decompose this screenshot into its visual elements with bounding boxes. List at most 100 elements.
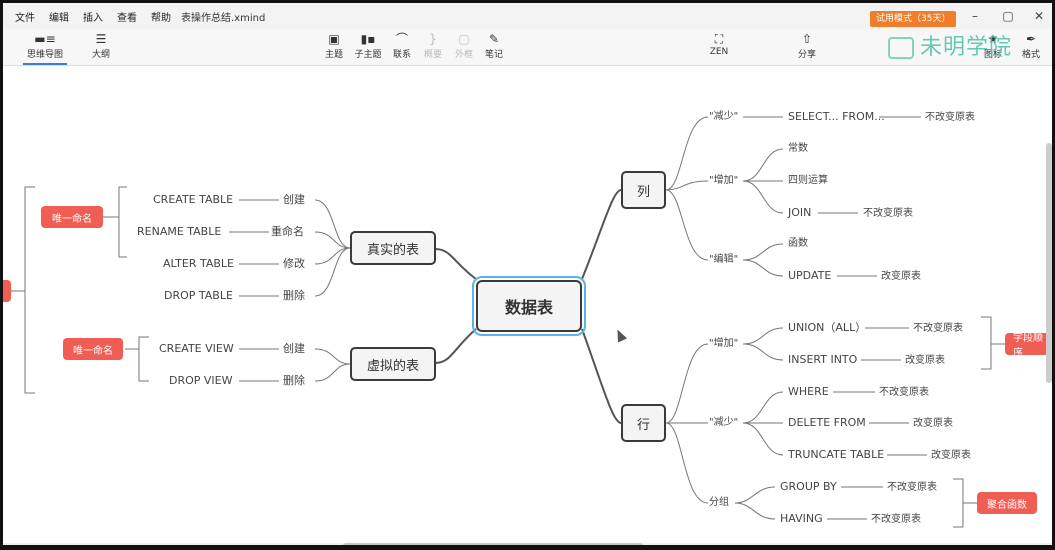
outline-icon: ☰ — [95, 32, 107, 46]
tag-unique-name-real[interactable]: 唯一命名 — [41, 206, 103, 228]
summary-icon: } — [429, 32, 437, 46]
trial-badge[interactable]: 试用模式（35天） — [870, 11, 957, 27]
note-union[interactable]: 不改变原表 — [913, 323, 963, 334]
cmd-delete-from[interactable]: DELETE FROM — [788, 416, 866, 429]
cmd-update[interactable]: UPDATE — [788, 269, 832, 282]
note-select[interactable]: 不改变原表 — [925, 112, 975, 123]
watermark-text: 未明学院 — [920, 35, 1013, 60]
tag-offscreen-left[interactable] — [3, 280, 11, 302]
minimize-button[interactable]: – — [972, 9, 978, 23]
row-reduce-label[interactable]: "减少" — [709, 417, 739, 428]
desc-alter[interactable]: 修改 — [283, 257, 305, 270]
share-icon: ⇧ — [801, 32, 813, 46]
mindmap-view-button[interactable]: ▬≡ 思维导图 — [23, 31, 67, 65]
cmd-drop-table[interactable]: DROP TABLE — [164, 289, 233, 302]
note-delete[interactable]: 改变原表 — [913, 418, 953, 429]
connector — [434, 328, 477, 364]
desc-create-view[interactable]: 创建 — [283, 342, 305, 355]
boundary-button[interactable]: ▢ 外框 — [453, 31, 475, 65]
share-button[interactable]: ⇧ 分享 — [795, 31, 819, 65]
cmd-having[interactable]: HAVING — [780, 512, 823, 525]
connector — [434, 248, 477, 280]
subtopic-icon: ▮▪ — [360, 32, 376, 46]
mindmap-canvas[interactable]: 数据表 真实的表 唯一命名 CREATE TABLE 创建 RENAME TAB… — [3, 67, 1052, 540]
connector — [581, 189, 622, 280]
menu-help[interactable]: 帮助 — [151, 12, 171, 24]
menu-file[interactable]: 文件 — [15, 12, 35, 24]
icon-panel-label: 图标 — [983, 50, 1002, 60]
tag-field-order[interactable]: 字段顺序 — [1005, 333, 1052, 355]
item-function[interactable]: 函数 — [788, 238, 808, 249]
vertical-scrollbar[interactable] — [1046, 143, 1052, 383]
note-truncate[interactable]: 改变原表 — [931, 450, 971, 461]
relation-button[interactable]: ⌒ 联系 — [391, 31, 413, 65]
column-reduce-label[interactable]: "减少" — [709, 111, 739, 122]
topic-real-table[interactable]: 真实的表 — [350, 231, 436, 265]
desc-create[interactable]: 创建 — [283, 193, 305, 206]
cmd-insert-into[interactable]: INSERT INTO — [788, 353, 858, 366]
format-label: 格式 — [1021, 50, 1040, 60]
close-button[interactable]: ✕ — [1033, 9, 1045, 23]
note-where[interactable]: 不改变原表 — [879, 387, 929, 398]
horizontal-scroll-thumb[interactable] — [343, 543, 643, 545]
tag-aggregate-function[interactable]: 聚合函数 — [977, 492, 1037, 514]
cmd-alter-table[interactable]: ALTER TABLE — [163, 257, 234, 270]
share-label: 分享 — [797, 50, 816, 60]
item-constant[interactable]: 常数 — [788, 143, 808, 154]
note-update[interactable]: 改变原表 — [881, 271, 921, 282]
cmd-group-by[interactable]: GROUP BY — [780, 480, 837, 493]
row-add-label[interactable]: "增加" — [709, 338, 739, 349]
cmd-truncate-table[interactable]: TRUNCATE TABLE — [788, 448, 885, 461]
cmd-where[interactable]: WHERE — [788, 385, 829, 398]
outline-label: 大纲 — [91, 50, 110, 60]
note-icon: ✎ — [488, 32, 500, 46]
cmd-drop-view[interactable]: DROP VIEW — [169, 374, 233, 387]
cmd-create-view[interactable]: CREATE VIEW — [159, 342, 234, 355]
central-topic[interactable]: 数据表 — [472, 276, 586, 336]
star-icon: ★ — [987, 32, 999, 46]
column-add-label[interactable]: "增加" — [709, 175, 739, 186]
format-panel-button[interactable]: ✒ 格式 — [1019, 31, 1043, 65]
cmd-join[interactable]: JOIN — [788, 206, 812, 219]
zen-button[interactable]: ⛶ ZEN — [707, 31, 731, 65]
maximize-button[interactable]: ▢ — [1002, 9, 1014, 23]
item-arithmetic[interactable]: 四则运算 — [788, 175, 828, 186]
brush-icon: ✒ — [1025, 32, 1037, 46]
relation-label: 联系 — [392, 50, 411, 60]
note-button[interactable]: ✎ 笔记 — [483, 31, 505, 65]
watermark-mark-icon — [888, 37, 914, 59]
note-group-by[interactable]: 不改变原表 — [887, 482, 937, 493]
cmd-union-all[interactable]: UNION（ALL） — [788, 321, 867, 334]
subtopic-button[interactable]: ▮▪ 子主题 — [353, 31, 383, 65]
desc-drop-view[interactable]: 删除 — [283, 374, 305, 387]
cmd-select-from[interactable]: SELECT... FROM... — [788, 110, 885, 123]
topic-button[interactable]: ▣ 主题 — [323, 31, 345, 65]
summary-label: 概要 — [423, 50, 442, 60]
note-join[interactable]: 不改变原表 — [863, 208, 913, 219]
summary-button[interactable]: } 概要 — [422, 31, 444, 65]
outline-view-button[interactable]: ☰ 大纲 — [89, 31, 113, 65]
document-title: 表操作总结.xmind — [181, 12, 266, 24]
topic-row[interactable]: 行 — [621, 404, 666, 442]
note-insert[interactable]: 改变原表 — [905, 355, 945, 366]
topic-virtual-table[interactable]: 虚拟的表 — [350, 347, 436, 381]
icon-panel-button[interactable]: ★ 图标 — [981, 31, 1005, 65]
horizontal-scrollbar[interactable] — [3, 543, 1052, 545]
row-group-label[interactable]: 分组 — [709, 497, 729, 508]
note-label: 笔记 — [484, 50, 503, 60]
boundary-label: 外框 — [454, 50, 473, 60]
menu-edit[interactable]: 编辑 — [49, 12, 69, 24]
tag-unique-name-virtual[interactable]: 唯一命名 — [63, 338, 123, 360]
menu-insert[interactable]: 插入 — [83, 12, 103, 24]
note-having[interactable]: 不改变原表 — [871, 514, 921, 525]
desc-rename[interactable]: 重命名 — [271, 225, 304, 238]
topic-column[interactable]: 列 — [621, 171, 666, 209]
cmd-create-table[interactable]: CREATE TABLE — [153, 193, 234, 206]
menu-view[interactable]: 查看 — [117, 12, 137, 24]
column-edit-label[interactable]: "编辑" — [709, 254, 739, 265]
mindmap-icon: ▬≡ — [34, 32, 56, 46]
desc-drop[interactable]: 删除 — [283, 289, 305, 302]
cmd-rename-table[interactable]: RENAME TABLE — [137, 225, 222, 238]
zen-label: ZEN — [709, 47, 729, 57]
